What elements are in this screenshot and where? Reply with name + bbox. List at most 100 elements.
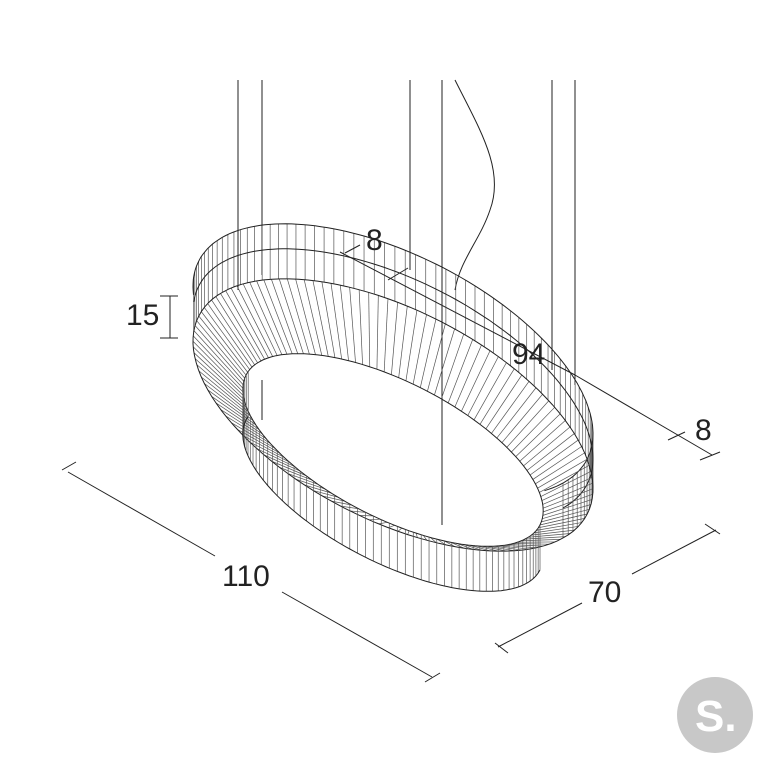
bottom-face-hatch: [194, 358, 246, 404]
bottom-face-hatch: [543, 488, 594, 509]
bottom-face-hatch: [271, 279, 299, 354]
bottom-face-hatch: [508, 544, 543, 547]
bottom-face-hatch: [230, 287, 269, 358]
dim-label-inner-diameter: 94: [512, 338, 545, 371]
bottom-face-hatch: [506, 400, 550, 448]
bottom-face-hatch: [211, 396, 260, 430]
bottom-face-hatch: [194, 325, 244, 382]
bottom-face-hatch: [419, 319, 437, 388]
dim-label-width: 70: [588, 576, 621, 609]
bottom-face-hatch: [523, 426, 571, 467]
bottom-face-hatch: [485, 374, 523, 430]
bottom-face-hatch: [211, 299, 255, 366]
bottom-face-hatch: [322, 495, 345, 502]
bottom-face-hatch: [278, 278, 304, 354]
bottom-face-hatch: [407, 530, 410, 535]
bottom-face-hatch: [511, 407, 555, 453]
bottom-face-hatch: [256, 280, 288, 355]
dim-line-94: [339, 251, 576, 376]
bottom-face-hatch: [473, 362, 507, 421]
inner-top-edge: [242, 353, 544, 547]
bottom-face-hatch: [513, 543, 550, 545]
bottom-face-hatch: [521, 539, 561, 542]
bottom-face-hatch: [430, 537, 437, 543]
bottom-face-hatch: [540, 471, 592, 497]
bottom-face-hatch: [515, 413, 561, 457]
bottom-face-hatch: [192, 335, 244, 389]
bottom-face-hatch: [196, 364, 247, 408]
bottom-face-hatch: [539, 513, 588, 526]
bottom-face-hatch: [457, 543, 474, 550]
dimension-lines: [61, 244, 721, 683]
dim-label-height: 15: [126, 299, 159, 332]
bottom-face-hatch: [339, 285, 349, 361]
bottom-face-hatch: [535, 452, 585, 485]
bottom-face-hatch: [201, 376, 251, 417]
bottom-face-hatch: [198, 370, 249, 413]
bottom-face-hatch: [482, 545, 507, 552]
outer-mid-edge: [193, 248, 594, 509]
bottom-face-hatch: [461, 350, 491, 412]
bottom-face-hatch: [415, 533, 418, 538]
bottom-face-hatch: [203, 307, 250, 370]
bottom-face-hatch: [249, 282, 283, 355]
brand-logo: S.: [677, 677, 753, 753]
bottom-face-hatch: [398, 306, 408, 378]
bottom-face-hatch: [321, 281, 336, 358]
power-cord: [454, 79, 495, 291]
bottom-face-hatch: [368, 292, 371, 367]
bottom-face-hatch: [303, 279, 323, 356]
bottom-face-hatch: [538, 518, 585, 529]
bottom-face-hatch: [539, 465, 590, 493]
bottom-face-hatch: [541, 508, 590, 523]
bottom-face-hatch: [434, 328, 455, 396]
bottom-face-hatch: [476, 545, 499, 552]
bottom-face-hatch: [196, 320, 245, 379]
dim-line-70: [497, 602, 583, 648]
suspension-cables: [237, 79, 576, 525]
bottom-face-hatch: [467, 356, 499, 416]
bottom-face-hatch: [304, 484, 332, 494]
bottom-face-hatch: [192, 346, 244, 396]
bottom-face-hatch: [470, 545, 491, 552]
bottom-face-hatch: [295, 478, 325, 490]
dim-line-8-right: [574, 374, 713, 456]
bottom-face-hatch: [501, 394, 543, 443]
bottom-face-hatch: [215, 402, 263, 435]
dim-line-110: [67, 471, 216, 557]
bottom-face-hatch: [369, 518, 381, 521]
bottom-face-hatch: [412, 314, 427, 385]
bottom-face-hatch: [536, 522, 582, 531]
dim-label-depth-right: 8: [695, 414, 712, 447]
bottom-face-hatch: [531, 529, 575, 536]
inner-bottom-edge: [242, 416, 541, 592]
bottom-face-hatch: [541, 476, 593, 501]
bottom-face-hatch: [525, 536, 566, 540]
bottom-face-hatch: [454, 344, 482, 408]
bottom-face-hatch: [504, 544, 537, 549]
bottom-face-hatch: [378, 521, 388, 525]
bottom-face-hatch: [444, 540, 456, 548]
bottom-face-hatch: [532, 446, 582, 480]
bottom-face-hatch: [543, 493, 593, 513]
bottom-face-hatch: [383, 298, 389, 372]
bottom-face-hatch: [376, 295, 379, 370]
bottom-face-hatch: [479, 368, 515, 425]
bottom-face-hatch: [313, 490, 338, 498]
bottom-face-hatch: [526, 433, 575, 471]
bottom-face-hatch: [519, 420, 566, 462]
bottom-face-hatch: [312, 280, 329, 357]
bottom-face-hatch: [528, 533, 571, 538]
bottom-face-hatch: [225, 290, 265, 360]
bottom-face-hatch: [330, 283, 342, 360]
bottom-face-hatch: [423, 535, 428, 541]
bottom-face-hatch: [263, 279, 293, 354]
bottom-face-hatch: [529, 439, 579, 476]
bottom-face-hatch: [405, 310, 418, 381]
bottom-face-hatch: [201, 311, 248, 373]
outer-bottom-edge: [192, 278, 594, 552]
svg-text:S.: S.: [695, 692, 737, 741]
bottom-face-hatch: [397, 527, 403, 532]
